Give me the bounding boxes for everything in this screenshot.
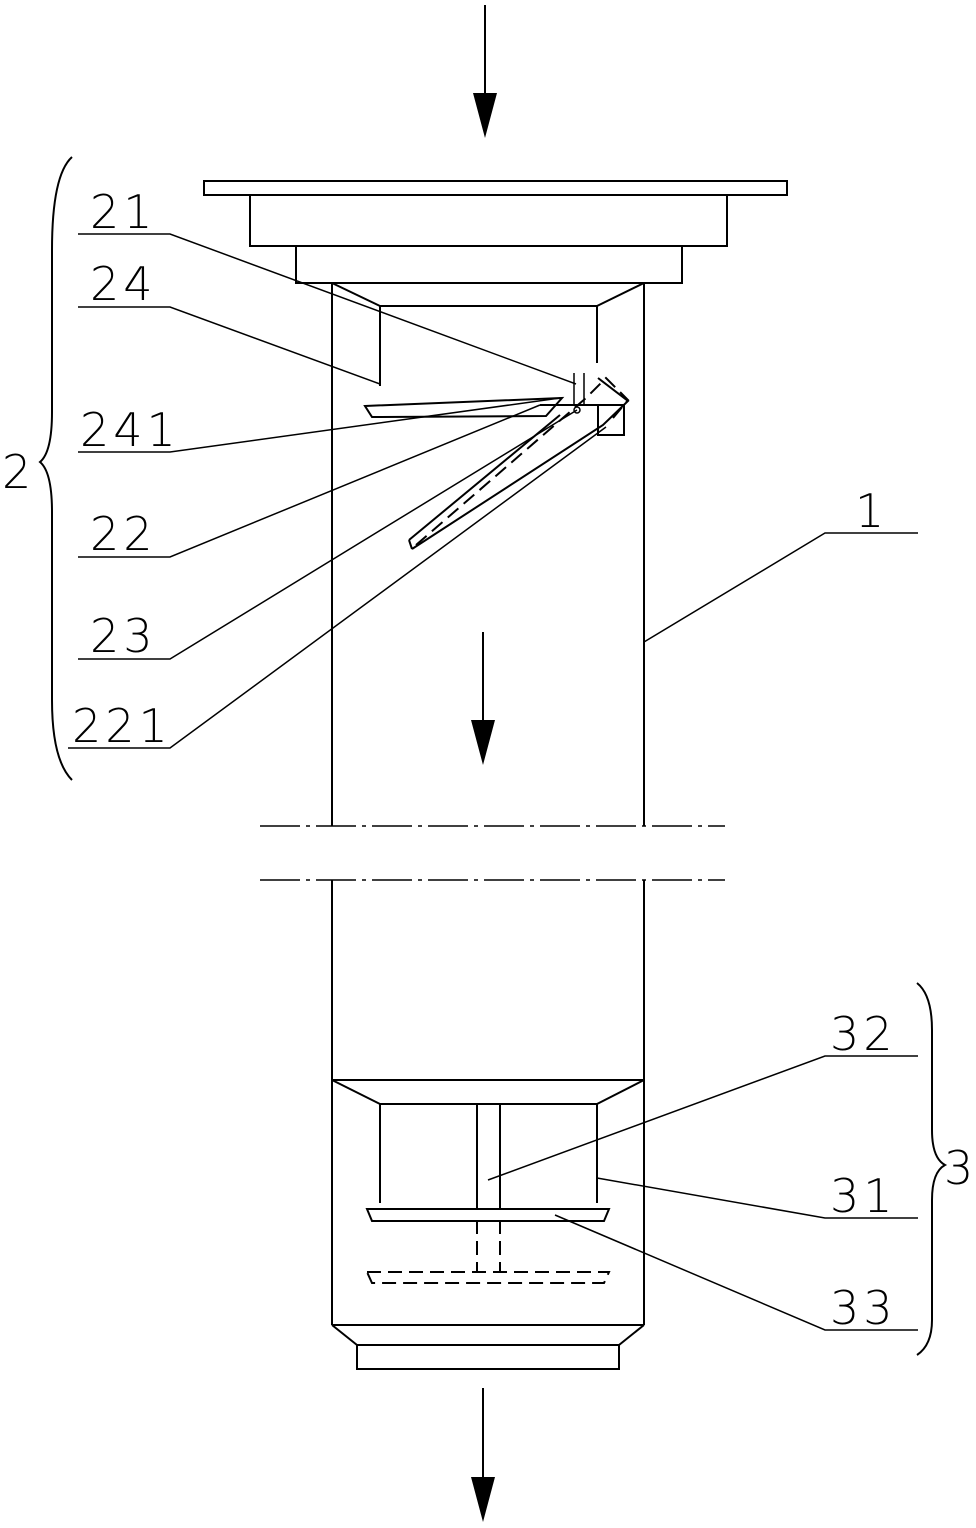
label-33: 33 <box>830 1281 897 1335</box>
upper-valve-assembly <box>331 282 645 550</box>
break-lines <box>260 825 725 881</box>
flow-arrow-bottom <box>471 1388 495 1522</box>
pipe-body <box>331 283 645 1325</box>
lower-valve-assembly <box>331 1079 645 1370</box>
label-3: 3 <box>944 1141 976 1195</box>
label-23: 23 <box>90 609 157 663</box>
brace-part-2 <box>38 156 73 781</box>
label-22: 22 <box>90 507 157 561</box>
label-1: 1 <box>855 484 888 538</box>
leader-lines <box>68 233 918 1331</box>
flow-arrow-middle <box>471 632 495 765</box>
label-241: 241 <box>80 403 180 457</box>
label-24: 24 <box>90 257 157 311</box>
label-21: 21 <box>90 185 157 239</box>
flow-arrow-top <box>473 5 497 138</box>
label-2: 2 <box>2 445 35 499</box>
label-221: 221 <box>72 699 172 753</box>
label-31: 31 <box>830 1169 897 1223</box>
label-32: 32 <box>830 1007 897 1061</box>
top-flange <box>203 180 788 284</box>
brace-part-3 <box>916 982 948 1356</box>
